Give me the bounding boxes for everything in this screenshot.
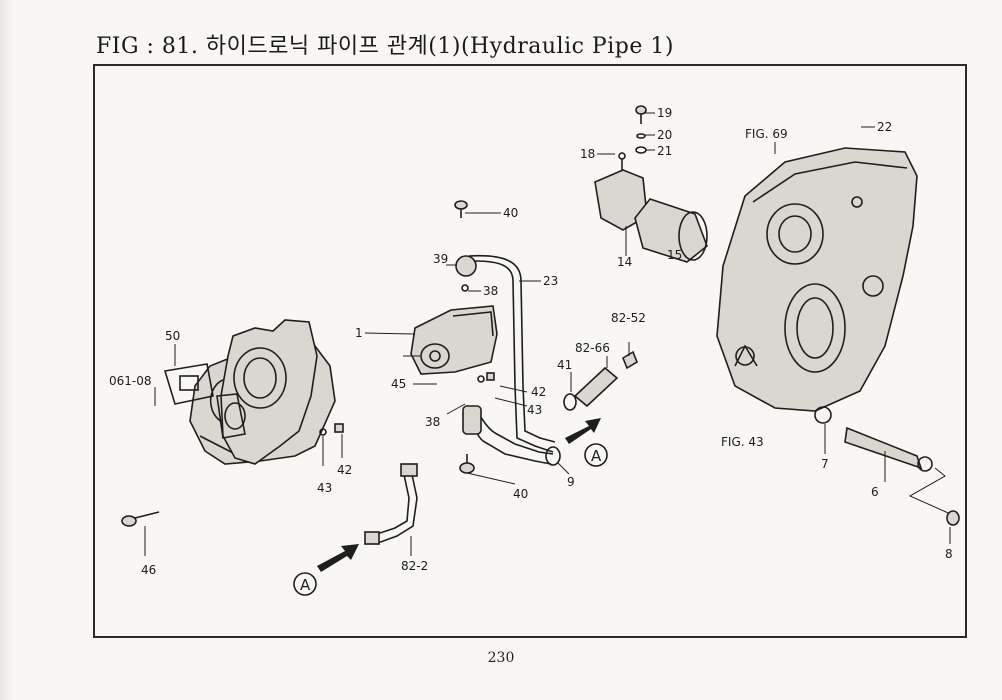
callout-8: 8	[945, 547, 953, 561]
callout-42-pump: 42	[531, 385, 546, 399]
callout-labels: 19 20 21 18 FIG. 69 22 40 39 38 23 14 15…	[109, 106, 953, 577]
exploded-parts-diagram: A A 19 20 21 18 FIG. 69 22 40 39 38 23 1…	[109, 105, 960, 596]
callout-43-case: 43	[317, 481, 332, 495]
callout-061-08: 061-08	[109, 374, 152, 388]
callout-19: 19	[657, 106, 672, 120]
callout-fig-69: FIG. 69	[745, 127, 788, 141]
leader-lines	[144, 112, 951, 556]
transmission-case-part	[216, 319, 318, 465]
ref-letter-upper: A	[591, 447, 602, 465]
hydraulic-pipe-9	[462, 405, 561, 466]
callout-46: 46	[141, 563, 156, 577]
callout-fig-43: FIG. 43	[721, 435, 764, 449]
callout-20: 20	[657, 128, 672, 142]
callout-82-2: 82-2	[401, 559, 428, 573]
gasket-part	[163, 363, 214, 405]
nut-42	[334, 423, 344, 433]
callout-21: 21	[657, 144, 672, 158]
callout-1: 1	[355, 326, 363, 340]
pipe-82-2-part	[364, 463, 418, 545]
callout-43-pump: 43	[527, 403, 542, 417]
page-number: 230	[487, 650, 515, 666]
ref-letter-lower: A	[300, 576, 311, 594]
callout-82-52: 82-52	[611, 311, 646, 325]
callout-23: 23	[543, 274, 558, 288]
reference-arrow-a-upper: A	[565, 418, 608, 467]
bolt-40-bottom	[459, 454, 475, 474]
callout-45: 45	[391, 377, 406, 391]
callout-50: 50	[165, 329, 180, 343]
callout-39: 39	[433, 252, 448, 266]
oil-filter-part	[594, 152, 708, 263]
callout-9: 9	[567, 475, 575, 489]
callout-42-case: 42	[337, 463, 352, 477]
callout-41: 41	[557, 358, 572, 372]
callout-15: 15	[667, 248, 682, 262]
nut-42-pump	[486, 372, 495, 381]
filter-cap-part	[455, 255, 477, 292]
washer-43-pump	[477, 375, 485, 383]
hydraulic-pump-part	[403, 305, 498, 375]
reference-arrow-a-lower: A	[293, 544, 359, 596]
pipe-6-part	[814, 406, 960, 526]
callout-18: 18	[580, 147, 595, 161]
page-title: FIG : 81. 하이드로닉 파이프 관계(1)(Hydraulic Pipe…	[96, 34, 674, 59]
transmission-housing-part	[716, 147, 918, 412]
bolt-46	[121, 511, 160, 527]
callout-40-top: 40	[503, 206, 518, 220]
callout-40-bottom: 40	[513, 487, 528, 501]
callout-38-lower: 38	[425, 415, 440, 429]
callout-14: 14	[617, 255, 632, 269]
callout-22: 22	[877, 120, 892, 134]
callout-82-66: 82-66	[575, 341, 610, 355]
diagram-frame	[93, 64, 967, 638]
callout-6: 6	[871, 485, 879, 499]
hydraulic-pipe-23	[468, 254, 556, 453]
callout-38-upper: 38	[483, 284, 498, 298]
plug-stack-part	[635, 105, 647, 154]
fitting-part	[563, 350, 638, 411]
page-spine-shadow	[0, 0, 14, 700]
washer-43	[319, 428, 327, 436]
callout-7: 7	[821, 457, 829, 471]
bolt-40-top	[454, 200, 468, 218]
